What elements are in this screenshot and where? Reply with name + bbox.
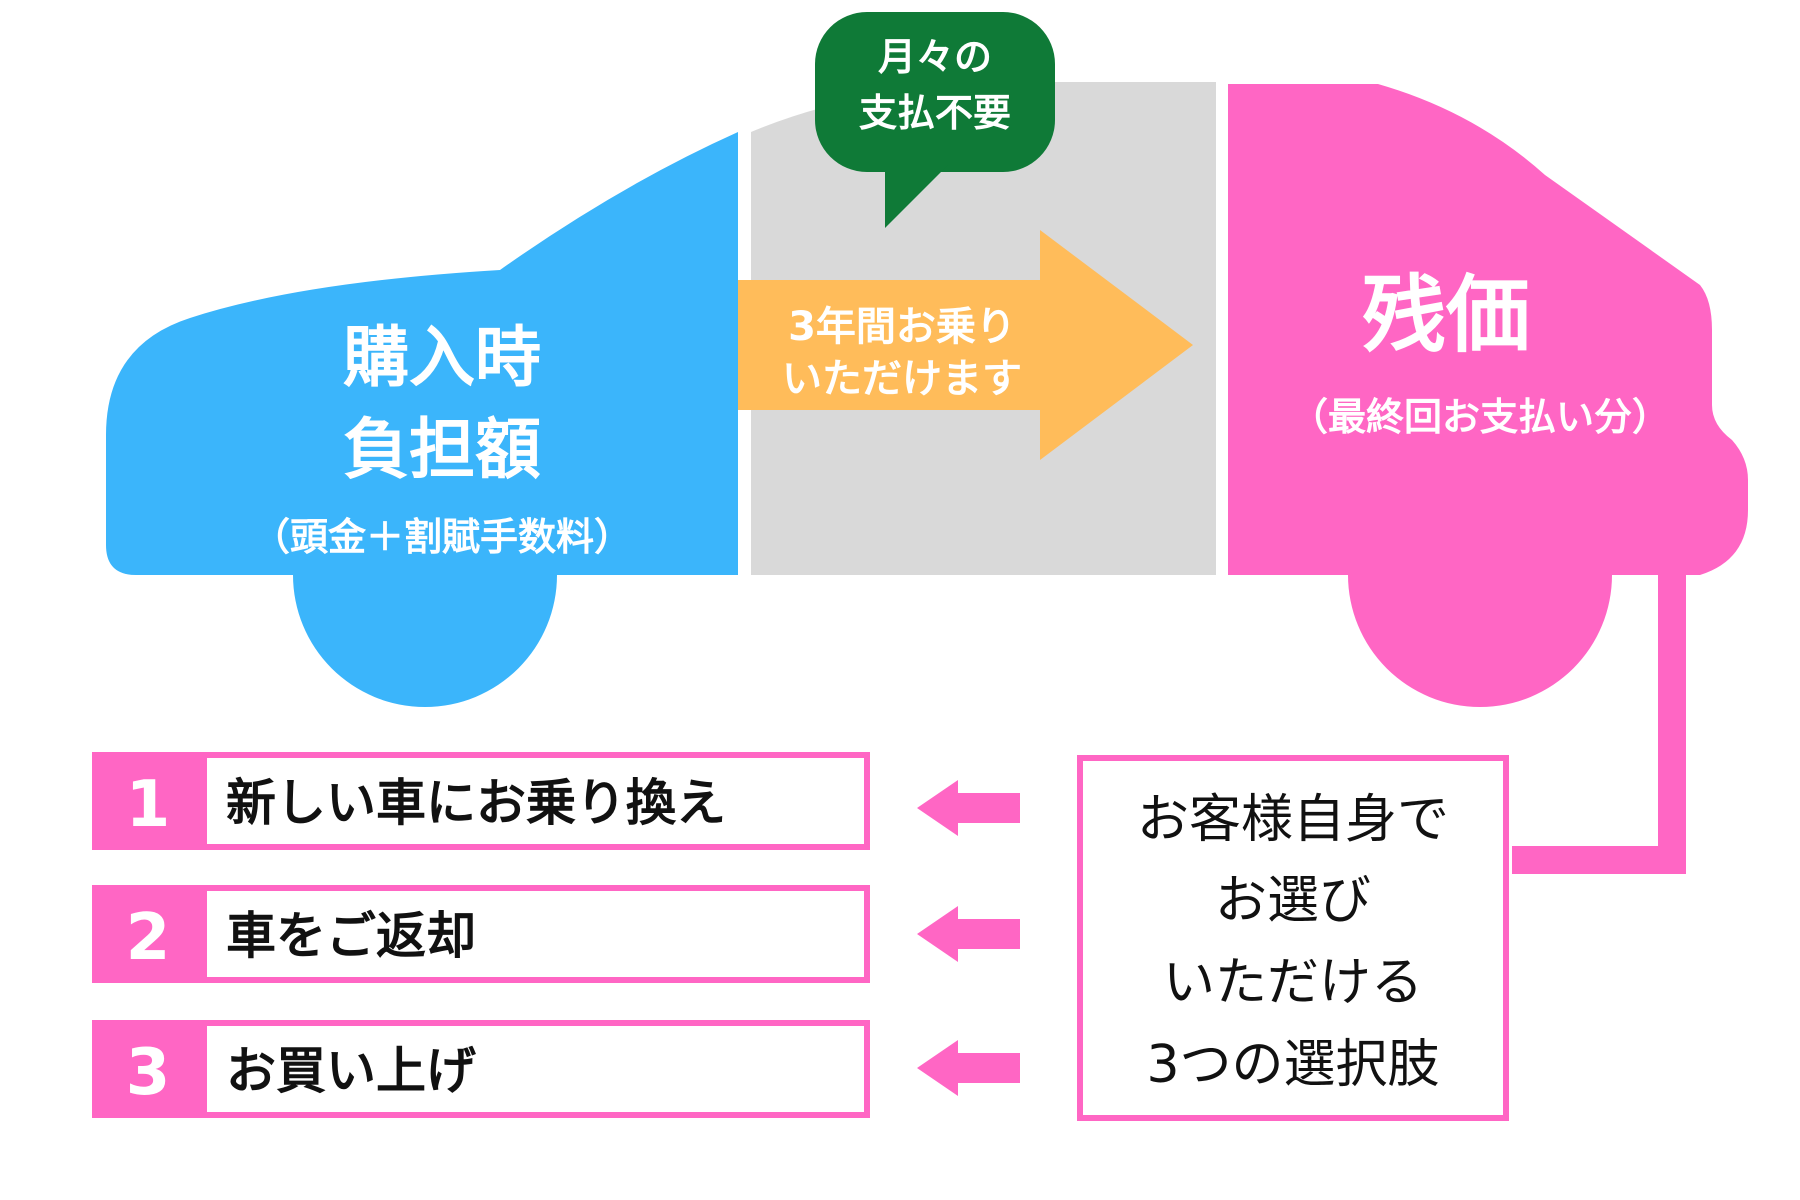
option-row-1: 1 新しい車にお乗り換え — [92, 752, 870, 850]
residual-title: 残価 — [1362, 266, 1530, 364]
choice-line3: いただける — [1163, 953, 1423, 1013]
option-label-box — [201, 752, 870, 850]
choice-line1: お客様自身で — [1137, 790, 1449, 850]
option-number-badge — [92, 752, 204, 850]
car-residual-section: 残価 （最終回お支払い分） — [1228, 84, 1748, 707]
period-arrow-line2: いただけます — [782, 356, 1022, 402]
option-label-box — [201, 885, 870, 983]
speech-bubble-tail — [885, 165, 948, 228]
option-number: 2 — [126, 901, 171, 975]
option-number: 1 — [126, 768, 171, 842]
car-purchase-section: 購入時 負担額 （頭金＋割賦手数料） — [106, 132, 738, 707]
purchase-title-line1: 購入時 — [343, 319, 541, 396]
period-arrow-icon — [738, 230, 1193, 460]
option-label: 車をご返却 — [226, 907, 476, 965]
residual-note: （最終回お支払い分） — [1290, 395, 1670, 439]
arrow-left-icon — [917, 1040, 1020, 1096]
option-label: お買い上げ — [226, 1042, 476, 1100]
option-row-2: 2 車をご返却 — [92, 885, 870, 983]
choice-line2: お選び — [1215, 871, 1371, 931]
arrow-left-icon — [917, 780, 1020, 836]
bubble-line2: 支払不要 — [859, 91, 1011, 135]
car-front-body — [106, 132, 738, 707]
choice-line4: 3つの選択肢 — [1146, 1035, 1439, 1095]
speech-bubble-shape — [815, 12, 1055, 172]
purchase-note: （頭金＋割賦手数料） — [252, 515, 632, 559]
option-number: 3 — [126, 1036, 171, 1110]
connector-line — [1512, 555, 1686, 874]
option-number-badge — [92, 1020, 204, 1118]
arrow-left-icon — [917, 906, 1020, 962]
bubble-line1: 月々の — [878, 35, 992, 79]
car-period-section: 3年間お乗り いただけます — [738, 82, 1216, 575]
period-arrow-line1: 3年間お乗り — [788, 304, 1016, 350]
option-row-3: 3 お買い上げ — [92, 1020, 870, 1118]
option-label: 新しい車にお乗り換え — [226, 774, 726, 832]
car-rear-body — [1228, 84, 1748, 707]
no-monthly-payment-bubble: 月々の 支払不要 — [815, 12, 1055, 228]
choice-box-frame — [1077, 755, 1509, 1121]
option-label-box — [201, 1020, 870, 1118]
choice-box: お客様自身で お選び いただける 3つの選択肢 — [1077, 755, 1509, 1121]
option-number-badge — [92, 885, 204, 983]
purchase-title-line2: 負担額 — [343, 411, 541, 488]
